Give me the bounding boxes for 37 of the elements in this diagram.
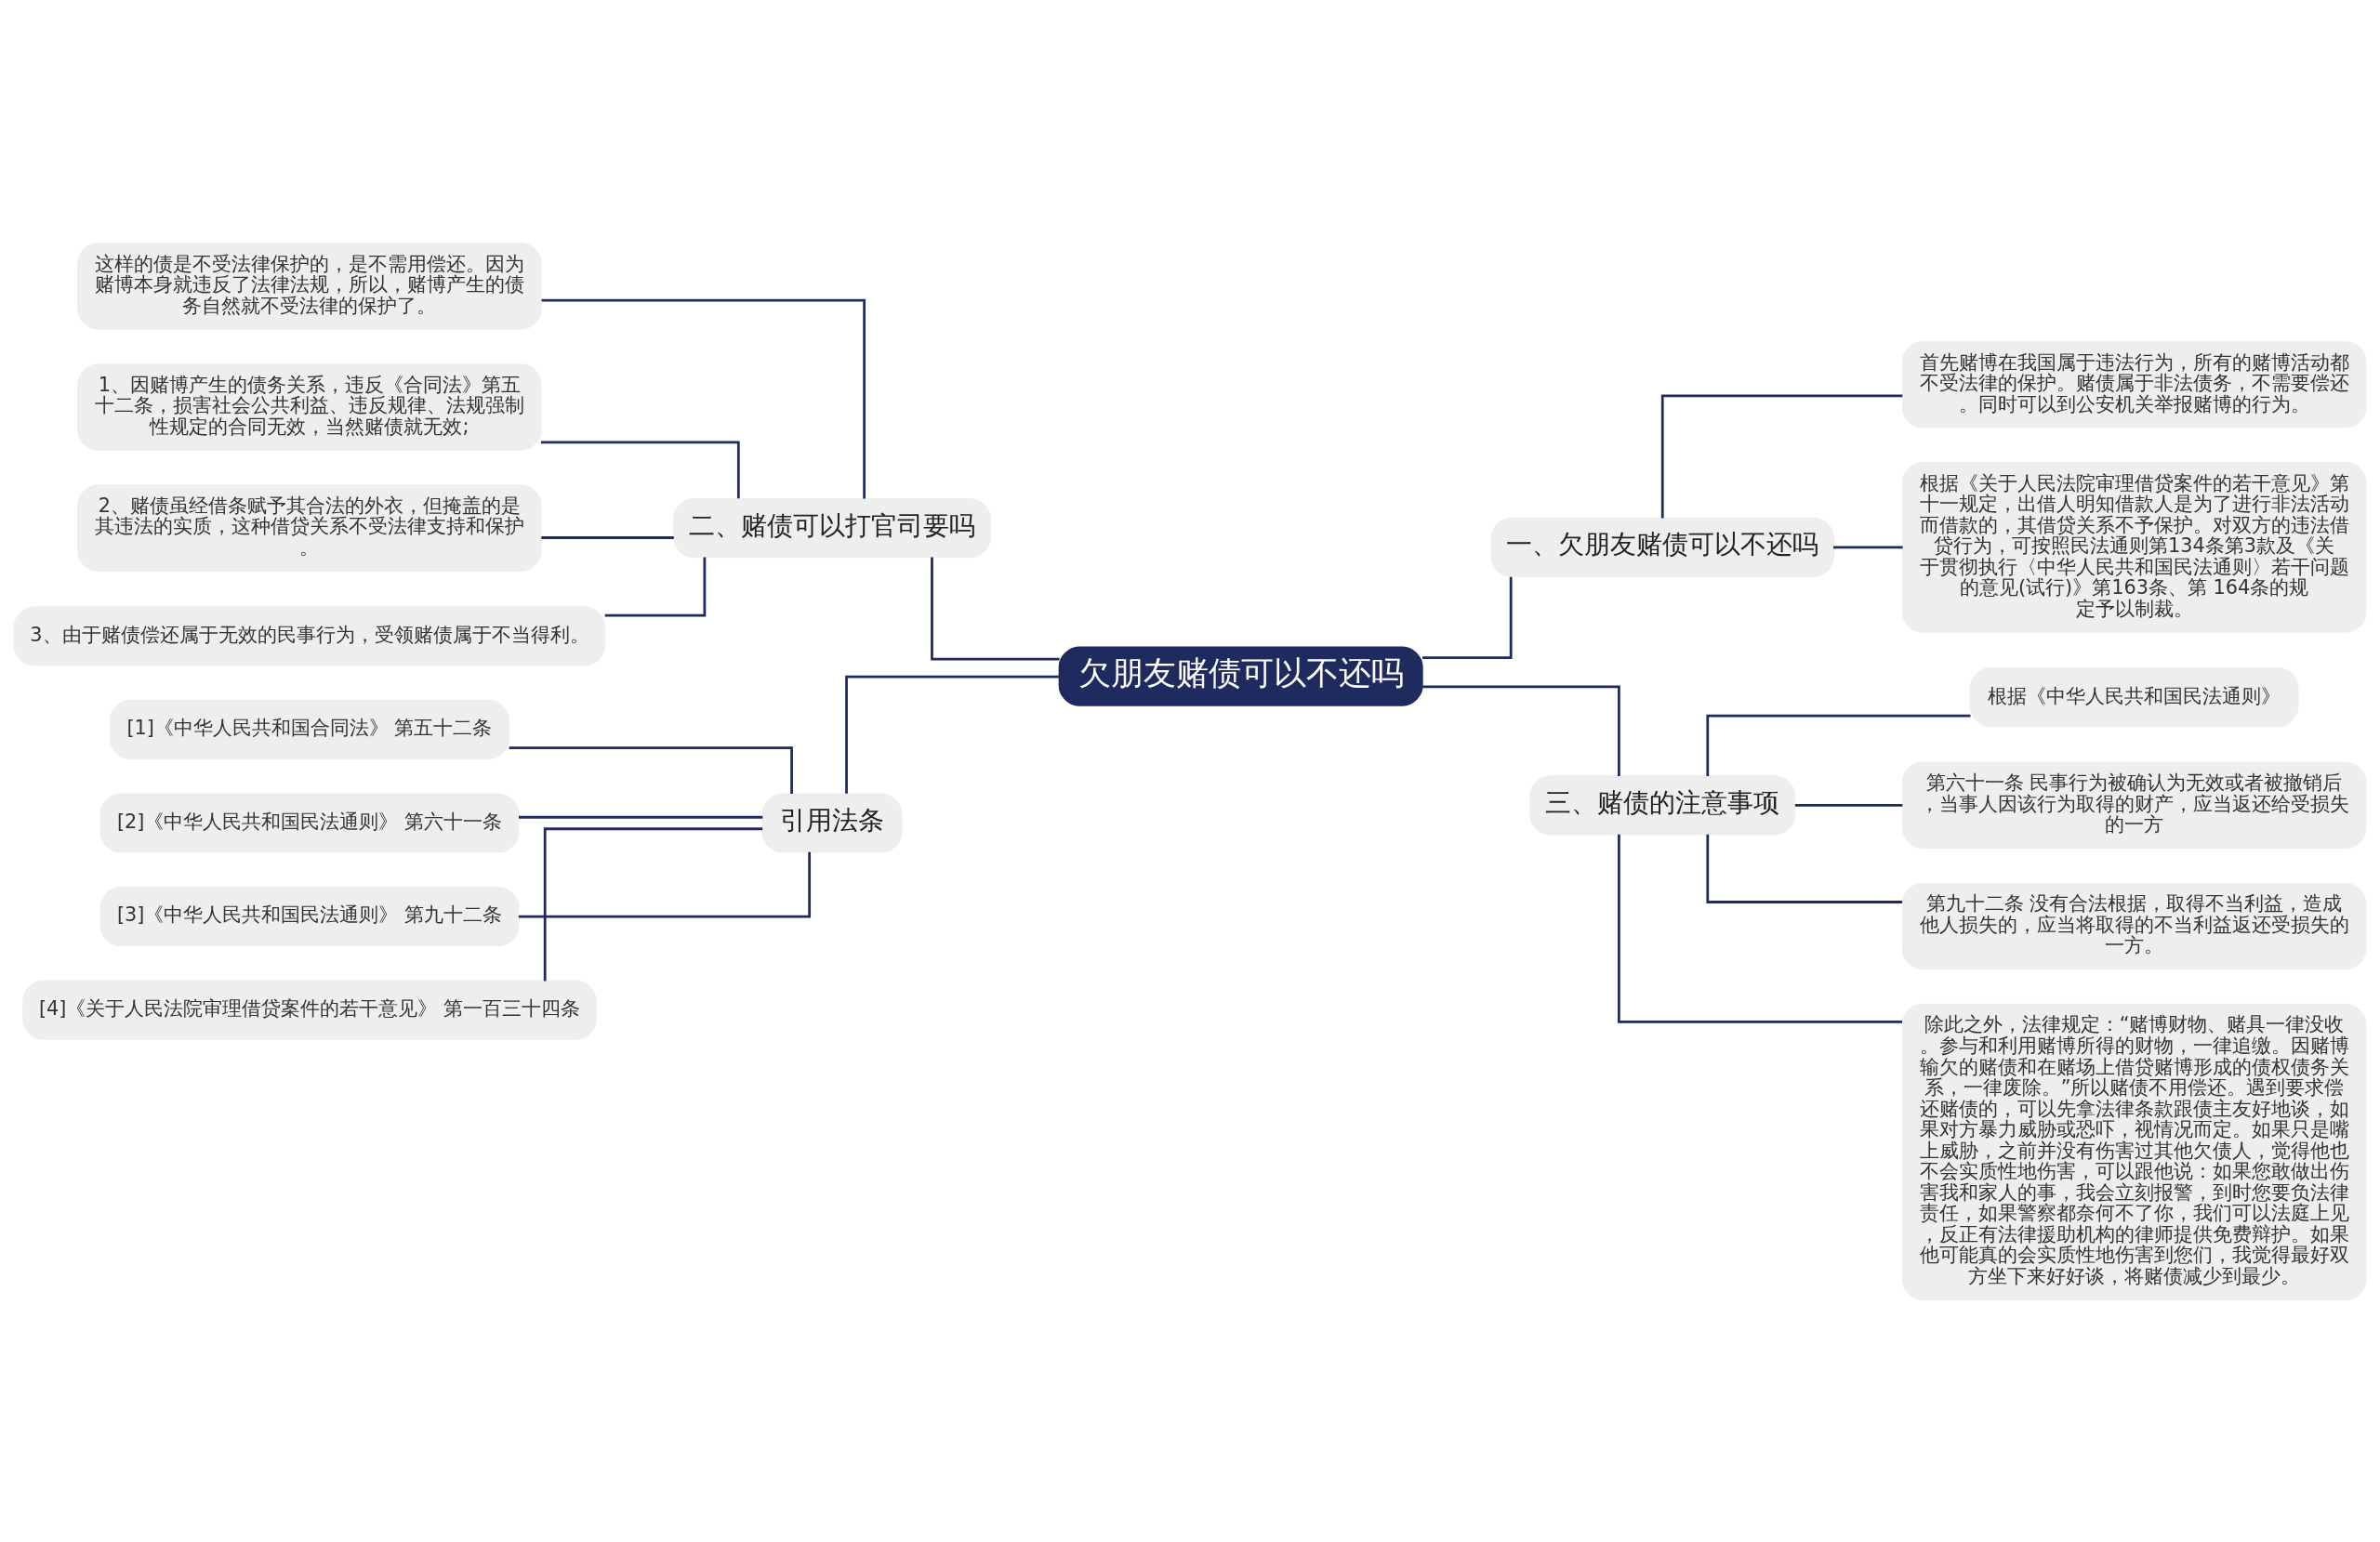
- connector: [518, 815, 763, 819]
- connector: [1422, 576, 1513, 659]
- connector: [845, 675, 1060, 794]
- node-box: [2]《中华人民共和国民法通则》 第六十一条: [99, 792, 520, 853]
- connector: [1706, 834, 1903, 903]
- node-box: 三、赌债的注意事项: [1529, 774, 1796, 835]
- connector: [543, 826, 763, 981]
- node-box: 一、欠朋友赌债可以不还吗: [1490, 517, 1834, 577]
- node-box: 这样的债是不受法律保护的，是不需用偿还。因为赌博本身就违反了法律法规，所以，赌博产生的债务自然就不受法律的保护了。: [77, 242, 542, 330]
- connector: [604, 556, 707, 616]
- node-box: 欠朋友赌债可以不还吗: [1058, 646, 1423, 706]
- node-box: 引用法条: [761, 792, 903, 853]
- node-box: [3]《中华人民共和国民法通则》 第九十二条: [99, 886, 520, 946]
- connector: [1706, 714, 1971, 776]
- node-box: [1]《中华人民共和国合同法》 第五十二条: [109, 699, 510, 759]
- connector: [540, 440, 740, 498]
- connector: [1660, 393, 1903, 518]
- connector: [931, 556, 1060, 661]
- node-box: 根据《关于人民法院审理借贷案件的若干意见》第十一规定，出借人明知借款人是为了进行非法活动而借款的，其借贷关系不予保护。对双方的违法借贷行为，可按照民法通则第134条第3款及《关于贯彻执行〈中华人民共和国民法通则〉若干问题的意见(试行)》第163条、第 164条的规定予以制裁。: [1901, 461, 2367, 633]
- node-box: 除此之外，法律规定：“赌博财物、赌具一律没收。参与和利用赌博所得的财物，一律追缴。因赌博输欠的赌债和在赌场上借贷赌博形成的债权债务关系，一律废除。”所以赌债不用偿还。遇到要求偿还赌债的，可以先拿法律条款跟债主友好地谈，如果对方暴力威胁或恐吓，视情况而定。如果只是嘴上威胁，之前并没有伤害过其他欠债人，觉得他也不会实质性地伤害，可以跟他说：如果您敢做出伤害我和家人的事，我会立刻报警，到时您要负法律责任，如果警察都奈何不了你，我们可以法庭上见，反正有法律援助机构的律师提供免费辩护。如果他可能真的会实质性地伤害到您们，我觉得最好双方坐下来好好谈，将赌债减少到最少。: [1901, 1003, 2367, 1300]
- node-box: 1、因赌博产生的债务关系，违反《合同法》第五十二条，损害社会公共利益、违反规律、法规强制性规定的合同无效，当然赌债就无效;: [77, 362, 542, 451]
- connector: [1833, 546, 1903, 548]
- node-box: 第九十二条 没有合法根据，取得不当利益，造成他人损失的，应当将取得的不当利益返还受损失的一方。: [1901, 882, 2367, 969]
- node-box: 2、赌债虽经借条赋予其合法的外衣，但掩盖的是其违法的实质，这种借贷关系不受法律支持和保护。: [77, 483, 542, 572]
- connector: [541, 298, 866, 499]
- connector: [1794, 803, 1903, 807]
- connector: [541, 535, 674, 539]
- node-box: 3、由于赌债偿还属于无效的民事行为，受领赌债属于不当得利。: [13, 605, 606, 666]
- node-box: 首先赌博在我国属于违法行为，所有的赌博活动都不受法律的保护。赌债属于非法债务，不需要偿还。同时可以到公安机关举报赌博的行为。: [1901, 340, 2367, 428]
- connector: [1422, 685, 1620, 776]
- node-box: 二、赌债可以打官司要吗: [673, 497, 991, 558]
- node-box: 第六十一条 民事行为被确认为无效或者被撤销后，当事人因该行为取得的财产，应当返还给受损失的一方: [1901, 761, 2367, 849]
- connector: [1618, 834, 1903, 1023]
- connector: [509, 745, 793, 794]
- connector: [518, 851, 812, 917]
- node-box: [4]《关于人民法院审理借贷案件的若干意见》 第一百三十四条: [22, 980, 597, 1040]
- node-box: 根据《中华人民共和国民法通则》: [1969, 666, 2299, 727]
